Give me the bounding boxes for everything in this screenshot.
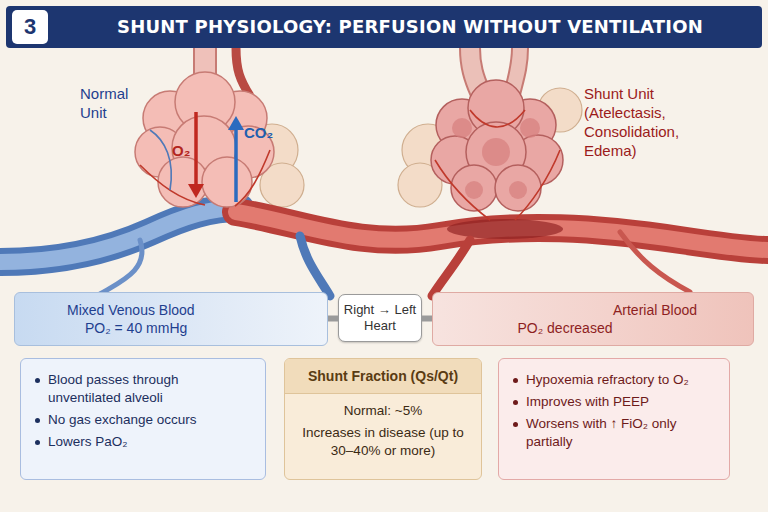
shunt-alveoli [431, 80, 563, 211]
capillary [150, 130, 171, 190]
gas-label: CO₂ [244, 124, 273, 141]
node-heading: Mixed Venous Blood [67, 301, 327, 319]
capillaries [140, 110, 560, 220]
capillary [470, 110, 525, 127]
bullet-text: Worsens with ↑ FiO₂ only partially [526, 415, 719, 451]
bullet-text: No gas exchange occurs [48, 411, 197, 429]
shunt-fraction-box: Shunt Fraction (Qs/Qt)Normal: ~5%Increas… [284, 358, 482, 480]
clinical-box: Hypoxemia refractory to O₂ Improves with … [498, 358, 730, 480]
alveolus [468, 80, 524, 136]
arterial-branch [620, 232, 690, 292]
node-text: PO₂ = 40 mmHg [67, 319, 327, 337]
unit-label: Normal Unit [80, 84, 150, 122]
bullet-dot [513, 378, 518, 383]
node-text: Normal: ~5% [285, 394, 481, 422]
arrow-head [188, 184, 204, 198]
venous-branch [300, 236, 330, 296]
fluid [465, 181, 483, 199]
arrow-shaft [234, 128, 238, 202]
title-bar [6, 6, 762, 48]
fluid [520, 118, 540, 138]
artery [236, 212, 768, 250]
bullet-text: Improves with PEEP [526, 393, 649, 411]
node-text: PO₂ decreased [433, 319, 697, 337]
arrow-head [228, 116, 244, 130]
node-heading: Shunt Fraction (Qs/Qt) [285, 359, 481, 394]
capillary [515, 150, 560, 220]
vessel-connector [422, 316, 432, 322]
callout-number: 3 [12, 10, 48, 44]
unit-label: Shunt Unit (Atelectasis, Consolidation, … [584, 84, 702, 160]
vessels [0, 208, 768, 296]
bullet-item: Improves with PEEP [513, 393, 719, 411]
bullet-text: Blood passes through unventilated alveol… [48, 371, 255, 407]
bullet-dot [35, 440, 40, 445]
fluid [509, 181, 527, 199]
fluid [452, 118, 472, 138]
arrow-shaft [194, 112, 198, 186]
alveolus [495, 165, 541, 211]
bullet-dot [513, 422, 518, 427]
bronchi [205, 48, 520, 96]
gas-label: O₂ [172, 142, 190, 159]
arterial-branch [432, 240, 470, 296]
alveolus [451, 165, 497, 211]
bullet-item: No gas exchange occurs [35, 411, 255, 429]
artery-lumen [236, 212, 768, 250]
alveolus [202, 157, 252, 207]
bullet-dot [35, 418, 40, 423]
heart-box: Right → Left Heart [338, 294, 422, 342]
bullet-item: Lowers PaO₂ [35, 433, 255, 451]
shunted-blood [447, 219, 563, 239]
alveolus [158, 157, 208, 207]
bullet-item: Hypoxemia refractory to O₂ [513, 371, 719, 389]
bullet-text: Lowers PaO₂ [48, 433, 128, 451]
vessel-connector [328, 316, 338, 322]
alveolar-fluid [452, 118, 540, 199]
node-text: Increases in disease (up to 30–40% or mo… [285, 422, 481, 464]
mechanism-box: Blood passes through unventilated alveol… [20, 358, 266, 480]
bullet-item: Worsens with ↑ FiO₂ only partially [513, 415, 719, 451]
bullet-dot [35, 378, 40, 383]
vein [0, 208, 240, 262]
bullet-item: Blood passes through unventilated alveol… [35, 371, 255, 407]
vein-lumen [0, 208, 240, 262]
capillary [435, 160, 490, 220]
venous-band: Mixed Venous BloodPO₂ = 40 mmHg [14, 292, 328, 346]
normal-alveoli [135, 72, 274, 207]
node-heading: Right → Left Heart [343, 302, 417, 334]
fluid [482, 138, 510, 166]
co2-arrow [228, 116, 244, 202]
arterial-band: Arterial BloodPO₂ decreased [432, 292, 754, 346]
capillary [235, 150, 270, 206]
venous-branch [100, 240, 142, 294]
pulmonary-artery [236, 48, 250, 96]
node-heading: Arterial Blood [613, 301, 697, 319]
bullet-text: Hypoxemia refractory to O₂ [526, 371, 689, 389]
bullet-dot [513, 400, 518, 405]
o2-arrow [188, 112, 204, 198]
title-text: SHUNT PHYSIOLOGY: PERFUSION WITHOUT VENT… [60, 13, 760, 41]
